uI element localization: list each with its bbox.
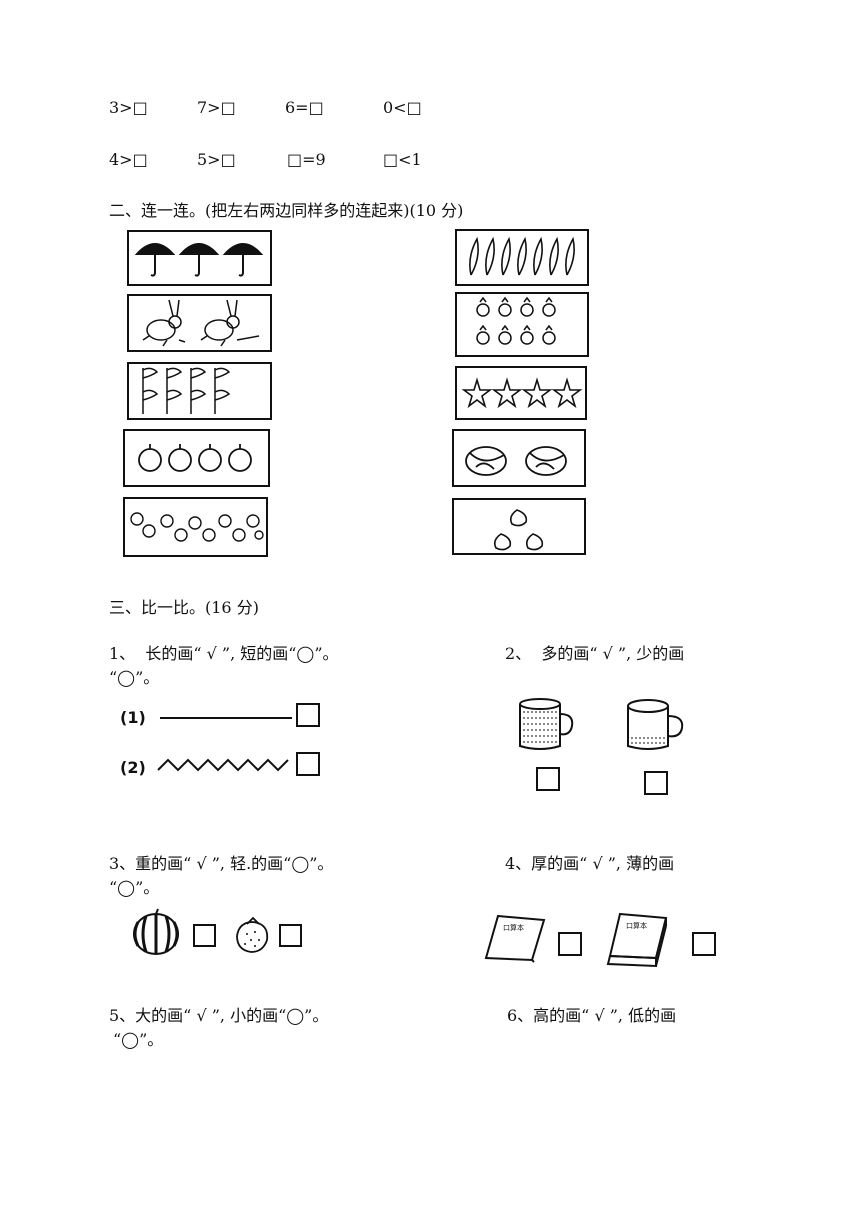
answer-box-thick-book[interactable] [692,932,716,956]
star-icon [461,377,583,409]
cabbage-icon [465,446,567,476]
question-5: 5、大的画“ √ ”, 小的画“◯”。 [109,1006,329,1025]
watermelon-icon [133,908,179,955]
thick-book-label: 口算本 [626,921,647,930]
star-box[interactable] [455,366,587,420]
question-2: 2、 多的画“ √ ”, 少的画 [505,644,685,663]
answer-box-low-cup[interactable] [644,771,668,795]
question-2-cont: “◯”。 [109,668,160,687]
line-label-1: (1) [120,708,146,727]
thin-book-icon: 口算本 [484,914,546,963]
question-4-cont: “◯”。 [109,878,160,897]
section-title-compare: 三、比一比。(16 分) [109,598,259,617]
answer-box-strawberry[interactable] [279,924,302,947]
comparison-item: □<1 [383,150,422,169]
comparison-item: 0<□ [383,98,422,117]
section-title-matching: 二、连一连。(把左右两边同样多的连起来)(10 分) [109,201,464,220]
apple-box[interactable] [123,429,270,487]
comparison-item: 5>□ [197,150,236,169]
cabbage-box[interactable] [452,429,586,487]
answer-box-thin-book[interactable] [558,932,582,956]
peach-box[interactable] [452,498,586,555]
answer-box-line-1[interactable] [296,703,320,727]
question-3: 3、重的画“ √ ”, 轻.的画“◯”。 [109,854,334,873]
low-cup-icon [627,699,684,750]
apple-icon [138,444,252,472]
leaf-icon [469,236,575,276]
peach-icon [494,509,544,551]
umbrella-icon [134,243,264,277]
answer-box-line-2[interactable] [296,752,320,776]
rabbit-icon [142,299,260,347]
comparison-item: 4>□ [109,150,148,169]
comparison-item: 7>□ [197,98,236,117]
leaf-box[interactable] [455,229,589,286]
flower-icon [130,512,264,542]
question-6-cont: “◯”。 [113,1030,164,1049]
comparison-item: □=9 [287,150,326,169]
answer-box-watermelon[interactable] [193,924,216,947]
umbrella-box[interactable] [127,230,272,286]
rabbit-box[interactable] [127,294,272,352]
radish-box[interactable] [455,292,589,357]
line-label-2: (2) [120,758,146,777]
flag-icon [142,367,231,414]
strawberry-icon [236,916,269,953]
answer-box-full-cup[interactable] [536,767,560,791]
zigzag-line [157,758,289,772]
radish-icon [476,296,556,345]
flower-box[interactable] [123,497,268,557]
question-4: 4、厚的画“ √ ”, 薄的画 [505,854,675,873]
flag-box[interactable] [127,362,272,420]
thin-book-label: 口算本 [503,923,524,932]
full-cup-icon [519,698,574,750]
comparison-item: 3>□ [109,98,148,117]
thick-book-icon: 口算本 [606,912,668,968]
question-6: 6、高的画“ √ ”, 低的画 [507,1006,677,1025]
comparison-item: 6=□ [285,98,324,117]
question-1: 1、 长的画“ √ ”, 短的画“◯”。 [109,644,339,663]
straight-line [160,717,292,719]
